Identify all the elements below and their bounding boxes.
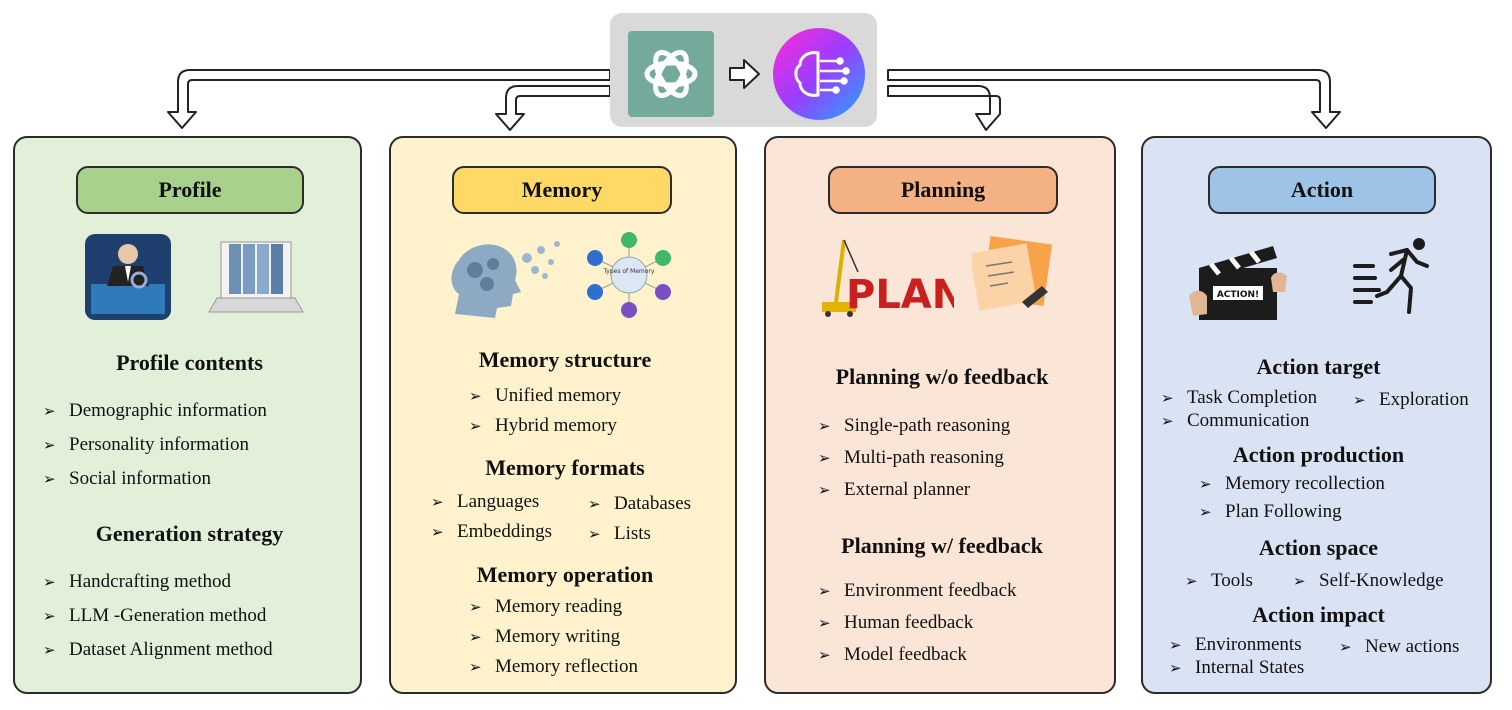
action-target-item: ➢Communication — [1161, 410, 1310, 431]
action-space-heading: Action space — [1258, 535, 1379, 560]
profile-contents-item: ➢Social information — [43, 468, 211, 489]
memory-operation-item: ➢Memory writing — [469, 626, 621, 647]
action-impact-item: ➢New actions — [1339, 636, 1460, 657]
planning-with-feedback-item: ➢Environment feedback — [818, 580, 1017, 601]
right-arrow-icon — [729, 59, 760, 89]
action-production-item: ➢Plan Following — [1199, 501, 1342, 522]
businessman-icon — [85, 234, 171, 320]
action-title: Action — [1208, 166, 1436, 214]
profile-contents-item: ➢Personality information — [43, 434, 249, 455]
planning-with-feedback-heading: Planning w/ feedback — [841, 533, 1043, 558]
memory-title: Memory — [452, 166, 672, 214]
memory-format-item: ➢Lists — [588, 523, 651, 544]
memory-format-item: ➢Languages — [431, 491, 540, 512]
openai-logo-icon — [628, 31, 714, 117]
strategy-item: ➢Handcrafting method — [43, 571, 231, 592]
action-target-item: ➢Exploration — [1353, 389, 1469, 410]
planning-panel: Planning PLAN Planning w/o feedback ➢Sin… — [764, 136, 1116, 694]
gear-head-icon — [451, 241, 560, 318]
clapperboard-icon: ACTION! — [1189, 246, 1287, 320]
action-panel: Action ACTION! Action target ➢Task Compl… — [1141, 136, 1492, 694]
memory-operation-heading: Memory operation — [476, 562, 654, 587]
planning-with-feedback-item: ➢Human feedback — [818, 612, 974, 633]
action-impact-item: ➢Internal States — [1169, 657, 1305, 678]
memory-operation-item: ➢Memory reading — [469, 596, 623, 617]
plan-crane-icon: PLAN — [822, 239, 954, 318]
arrow-to-memory — [495, 85, 611, 131]
planning-without-feedback-heading: Planning w/o feedback — [835, 364, 1049, 389]
planning-title: Planning — [828, 166, 1058, 214]
generation-strategy-heading: Generation strategy — [95, 521, 284, 546]
profile-contents-item: ➢Demographic information — [43, 400, 267, 421]
action-target-item: ➢Task Completion — [1161, 387, 1318, 408]
planning-without-feedback-item: ➢Single-path reasoning — [818, 415, 1011, 436]
planning-without-feedback-item: ➢Multi-path reasoning — [818, 447, 1004, 468]
strategy-item: ➢Dataset Alignment method — [43, 639, 273, 660]
memory-structure-item: ➢Hybrid memory — [469, 415, 617, 436]
memory-panel: Memory Types of Memory Memory structure … — [389, 136, 737, 694]
strategy-item: ➢LLM -Generation method — [43, 605, 267, 626]
svg-text:Types of Memory: Types of Memory — [603, 268, 655, 275]
planning-without-feedback-item: ➢External planner — [818, 479, 971, 500]
planning-with-feedback-item: ➢Model feedback — [818, 644, 967, 665]
action-space-item: ➢Self-Knowledge — [1293, 570, 1444, 591]
svg-text:ACTION!: ACTION! — [1217, 290, 1259, 300]
arrow-to-profile — [167, 69, 611, 129]
llm-agent-source-box — [610, 13, 877, 127]
svg-text:PLAN: PLAN — [846, 272, 954, 318]
action-space-item: ➢Tools — [1185, 570, 1253, 591]
profile-contents-heading: Profile contents — [116, 350, 263, 375]
memory-operation-item: ➢Memory reflection — [469, 656, 638, 677]
action-impact-heading: Action impact — [1252, 602, 1385, 627]
memory-structure-item: ➢Unified memory — [469, 385, 622, 406]
action-impact-item: ➢Environments — [1169, 634, 1302, 655]
ai-brain-icon — [773, 28, 865, 120]
arrow-to-planning — [887, 85, 1001, 131]
action-target-heading: Action target — [1256, 354, 1381, 379]
memory-structure-heading: Memory structure — [478, 347, 652, 372]
action-production-item: ➢Memory recollection — [1199, 473, 1385, 494]
memory-format-item: ➢Embeddings — [431, 521, 552, 542]
action-production-heading: Action production — [1232, 442, 1405, 467]
arrow-to-action — [887, 69, 1341, 129]
plan-papers-icon — [972, 236, 1053, 311]
profile-title: Profile — [76, 166, 304, 214]
types-of-memory-icon: Types of Memory — [587, 232, 671, 318]
memory-formats-heading: Memory formats — [485, 455, 645, 480]
memory-format-item: ➢Databases — [588, 493, 692, 514]
profile-panel: Profile Profile contents ➢Demographic in… — [13, 136, 362, 694]
running-person-icon — [1353, 238, 1429, 314]
laptop-binders-icon — [208, 241, 304, 313]
